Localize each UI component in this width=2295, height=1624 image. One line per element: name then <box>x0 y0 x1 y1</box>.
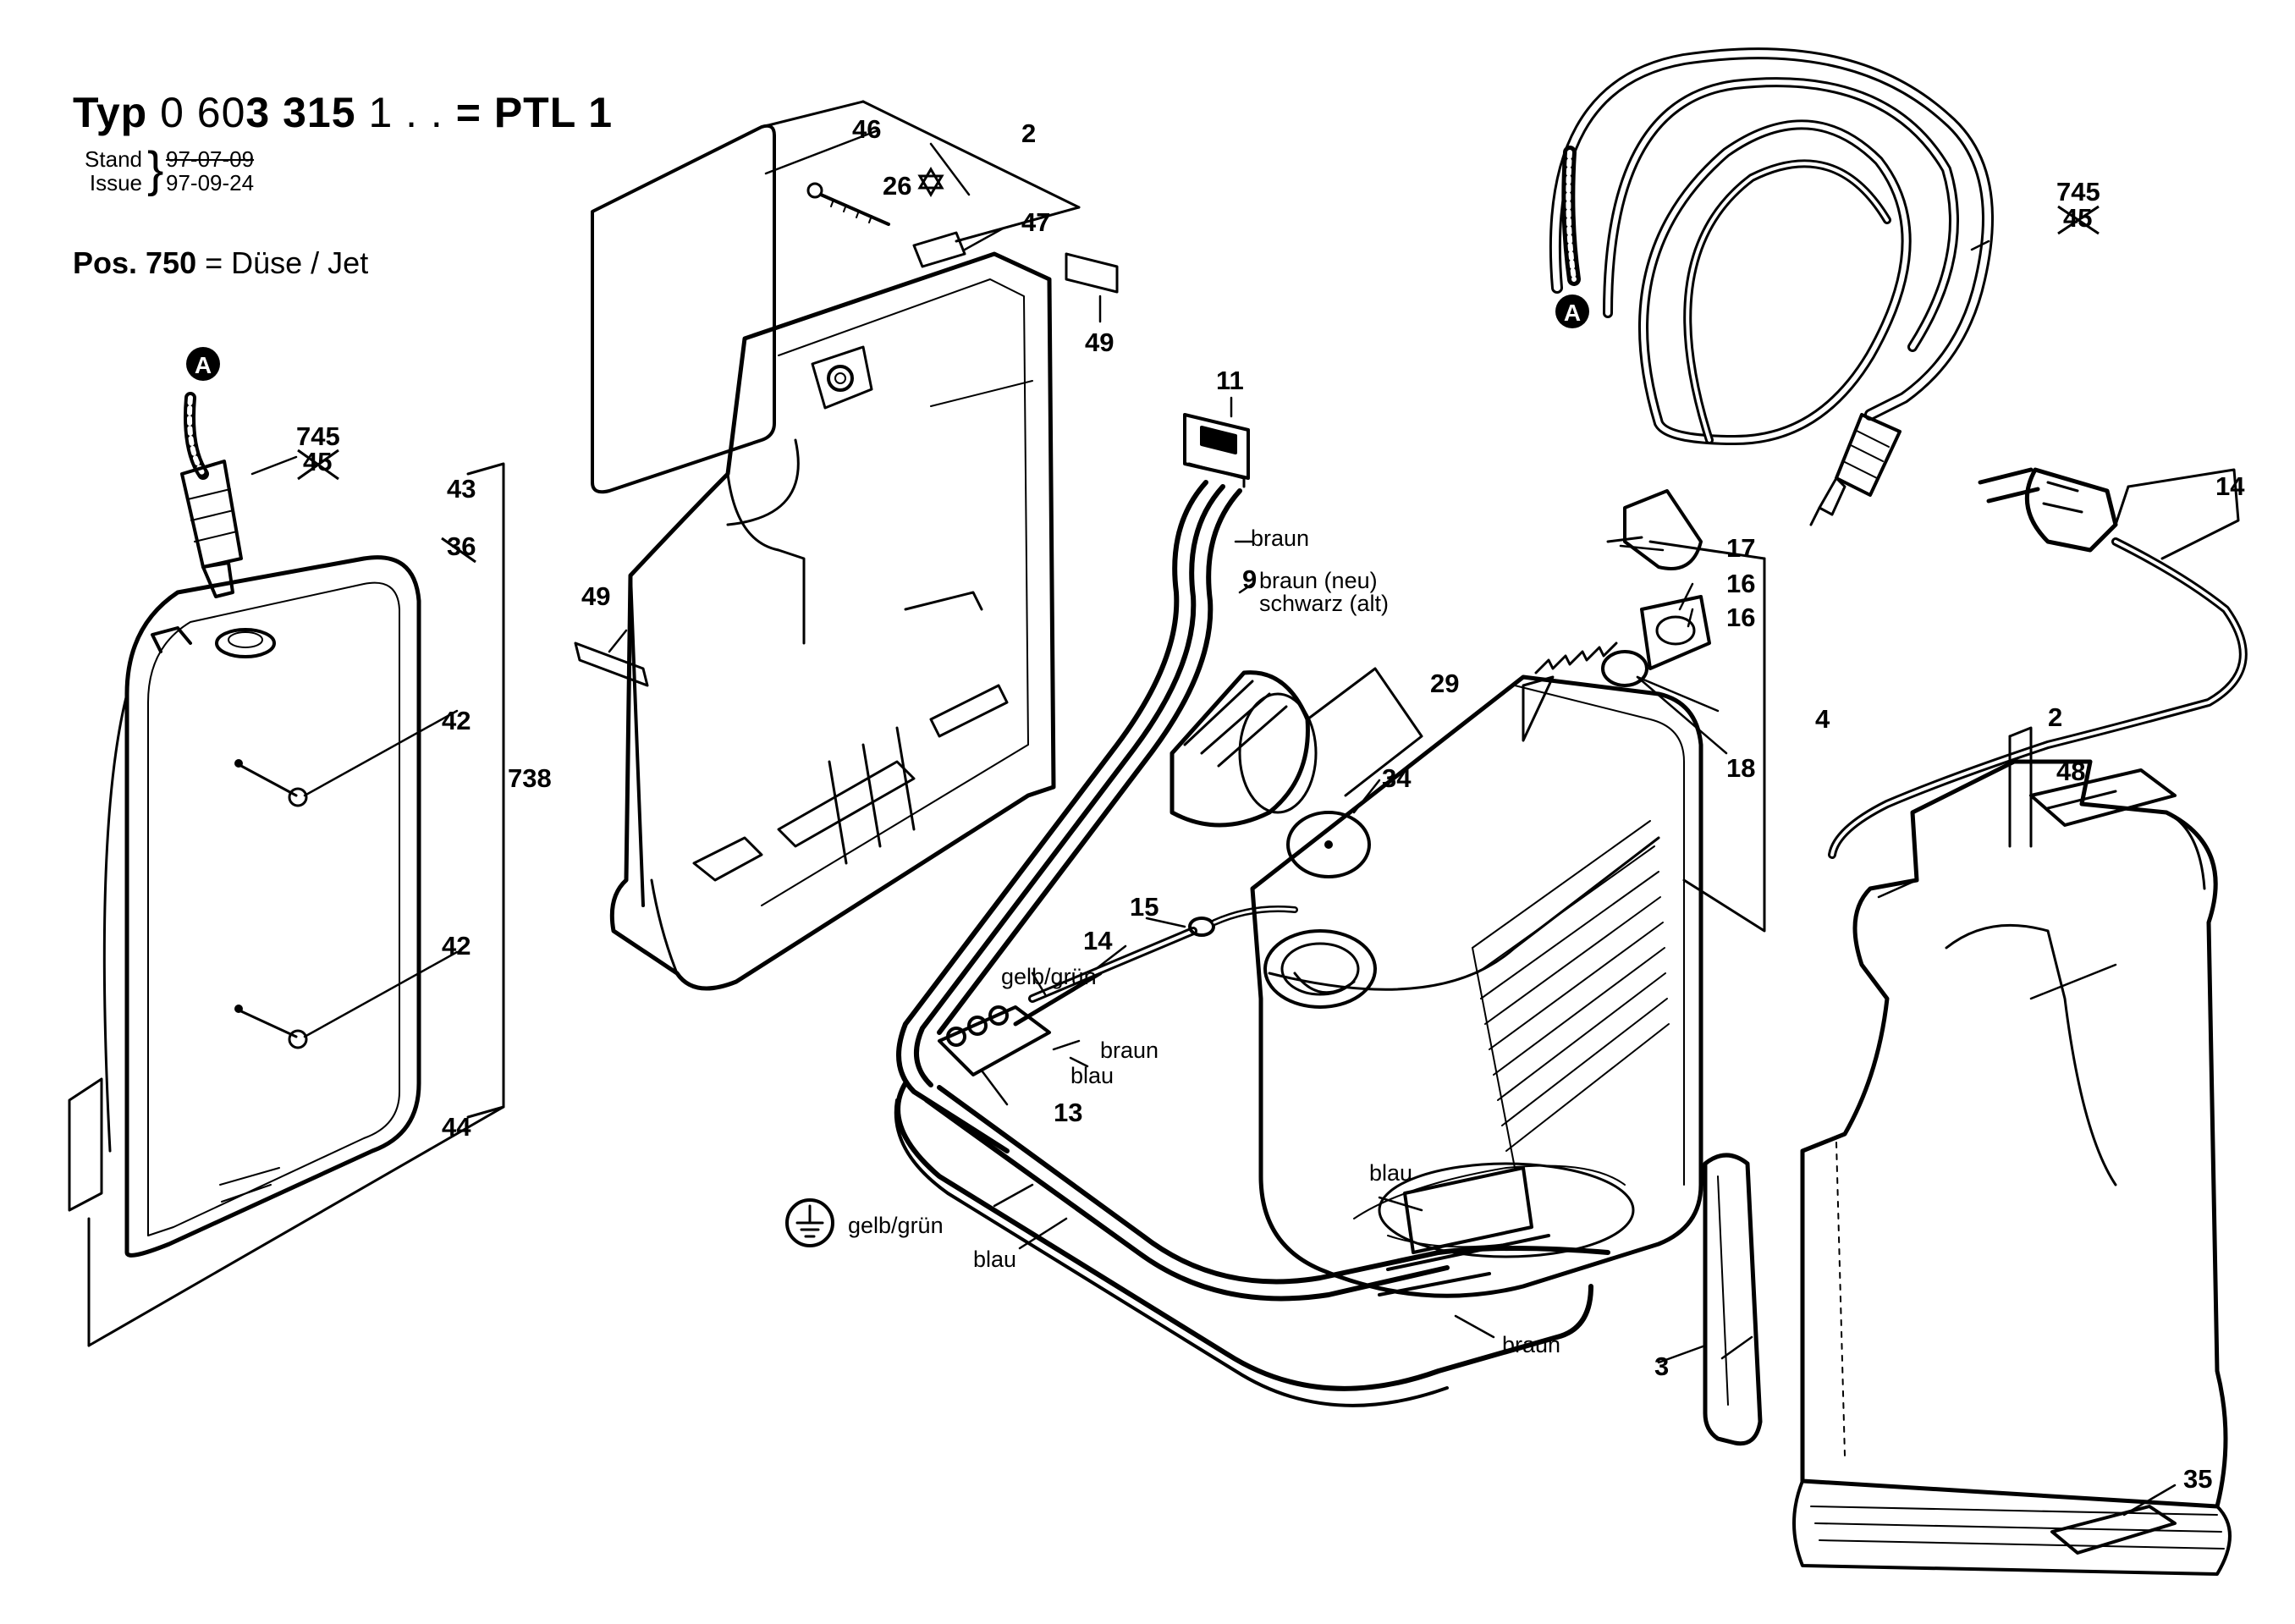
wire-labels: braun braun (neu) schwarz (alt) gelb/grü… <box>848 526 1560 1357</box>
callout-46: 46 <box>852 114 881 144</box>
cup-29 <box>1170 670 1318 828</box>
clip-49-left <box>574 641 649 687</box>
spring <box>1534 641 1618 674</box>
bracket-4 <box>1682 557 1766 933</box>
callout-3: 3 <box>1654 1351 1669 1381</box>
revision-brace: } <box>147 142 164 197</box>
callout-2: 2 <box>1021 118 1036 148</box>
housing-rear-half <box>609 251 1056 991</box>
callout-14-cable: 14 <box>1083 926 1113 955</box>
stand-date: 97-07-09 <box>166 146 255 172</box>
valve-16 <box>1640 595 1711 670</box>
wiring-harness <box>894 480 1610 1407</box>
callout-34: 34 <box>1382 763 1412 793</box>
callout-48: 48 <box>2056 757 2085 786</box>
power-plug-14 <box>1828 467 2248 859</box>
callout-2-front: 2 <box>2048 702 2062 732</box>
callout-43: 43 <box>447 474 476 504</box>
wire-label-schwarz-alt: schwarz (alt) <box>1259 591 1389 616</box>
wire-label-gelb-gruen-1: gelb/grün <box>1001 964 1097 989</box>
hose-connector-left <box>180 392 243 598</box>
screw-26 <box>806 182 890 226</box>
position-label: Pos. 750 <box>73 245 197 280</box>
callout-745-left: 745 <box>296 421 340 451</box>
issue-date: 97-09-24 <box>166 170 255 195</box>
callout-29: 29 <box>1430 669 1459 698</box>
screw-42-upper <box>234 759 308 807</box>
callout-16-lower: 16 <box>1726 603 1755 632</box>
callout-44: 44 <box>442 1112 471 1142</box>
callout-18: 18 <box>1726 753 1755 783</box>
title-number-part-2: 1 . . <box>368 89 443 136</box>
part-callouts: 46 2 26 47 49 49 11 9 745 45 43 36 42 42… <box>296 114 2245 1494</box>
callout-738: 738 <box>508 763 552 793</box>
housing-front-half <box>1792 759 2232 1576</box>
issue-label: Issue <box>89 170 142 195</box>
revision-block: Stand 97-07-09 Issue 97-09-24 <box>78 147 254 195</box>
wire-label-blau-3: blau <box>973 1247 1016 1272</box>
foot-plate-35 <box>2050 1505 2177 1555</box>
wire-label-gelb-gruen-2: gelb/grün <box>848 1213 944 1238</box>
position-text: = Düse / Jet <box>205 245 369 280</box>
title-typ-prefix: Typ <box>73 89 148 136</box>
wire-label-braun-3: braun <box>1502 1332 1560 1357</box>
callout-9: 9 <box>1242 564 1257 594</box>
wire-label-blau-2: blau <box>1369 1160 1412 1186</box>
callout-745-right: 745 <box>2056 177 2100 206</box>
star-marker-icon <box>917 167 944 197</box>
terminal-block-13 <box>938 971 1103 1076</box>
callout-17: 17 <box>1726 533 1755 563</box>
position-note: Pos. 750 = Düse / Jet <box>73 245 368 281</box>
callout-42-lower: 42 <box>442 931 471 961</box>
callout-47: 47 <box>1021 207 1050 237</box>
inspection-window-3 <box>1703 1153 1763 1446</box>
diagram-title: Typ 0 603 315 1 . . = PTL 1 <box>73 88 613 137</box>
strike-marks <box>297 205 2100 564</box>
callout-49-left: 49 <box>581 581 610 611</box>
switch-11 <box>1183 413 1250 488</box>
wire-label-braun-1: braun <box>1251 526 1309 551</box>
screw-42-lower <box>234 1005 308 1049</box>
circle-a-marker-icon: A A <box>186 295 1589 381</box>
title-model: = PTL 1 <box>455 89 614 136</box>
svg-text:A: A <box>1564 300 1581 326</box>
callout-26: 26 <box>883 171 911 201</box>
callout-35: 35 <box>2183 1464 2212 1494</box>
seal-18 <box>1601 650 1648 687</box>
hose-coil-745 <box>1549 47 1994 526</box>
tank-side-panel <box>68 555 421 1258</box>
cap-17 <box>1623 489 1703 570</box>
callout-4: 4 <box>1815 704 1830 734</box>
stand-label: Stand <box>85 146 142 172</box>
clip-49-top <box>1065 252 1119 294</box>
title-number-part-1: 0 60 <box>160 89 246 136</box>
wire-label-blau-1: blau <box>1070 1063 1114 1088</box>
callout-15: 15 <box>1130 892 1159 922</box>
pump-tank-4 <box>1250 674 1703 1298</box>
ground-symbol-icon <box>785 1198 834 1247</box>
wire-label-braun-neu: braun (neu) <box>1259 568 1378 593</box>
svg-text:A: A <box>195 352 212 378</box>
callout-42-upper: 42 <box>442 706 471 735</box>
callout-49-top: 49 <box>1085 328 1114 357</box>
bracket-738 <box>466 462 505 1119</box>
disc-34 <box>1286 811 1371 878</box>
callout-16-upper: 16 <box>1726 569 1755 598</box>
callout-13: 13 <box>1054 1098 1082 1127</box>
callout-11: 11 <box>1216 366 1244 395</box>
clip-47 <box>912 231 966 268</box>
callout-14-plug: 14 <box>2215 471 2245 501</box>
panel-46 <box>591 124 776 494</box>
title-number-bold: 3 315 <box>245 89 356 136</box>
leader-lines <box>250 129 2177 1517</box>
wire-label-braun-2: braun <box>1100 1038 1159 1063</box>
